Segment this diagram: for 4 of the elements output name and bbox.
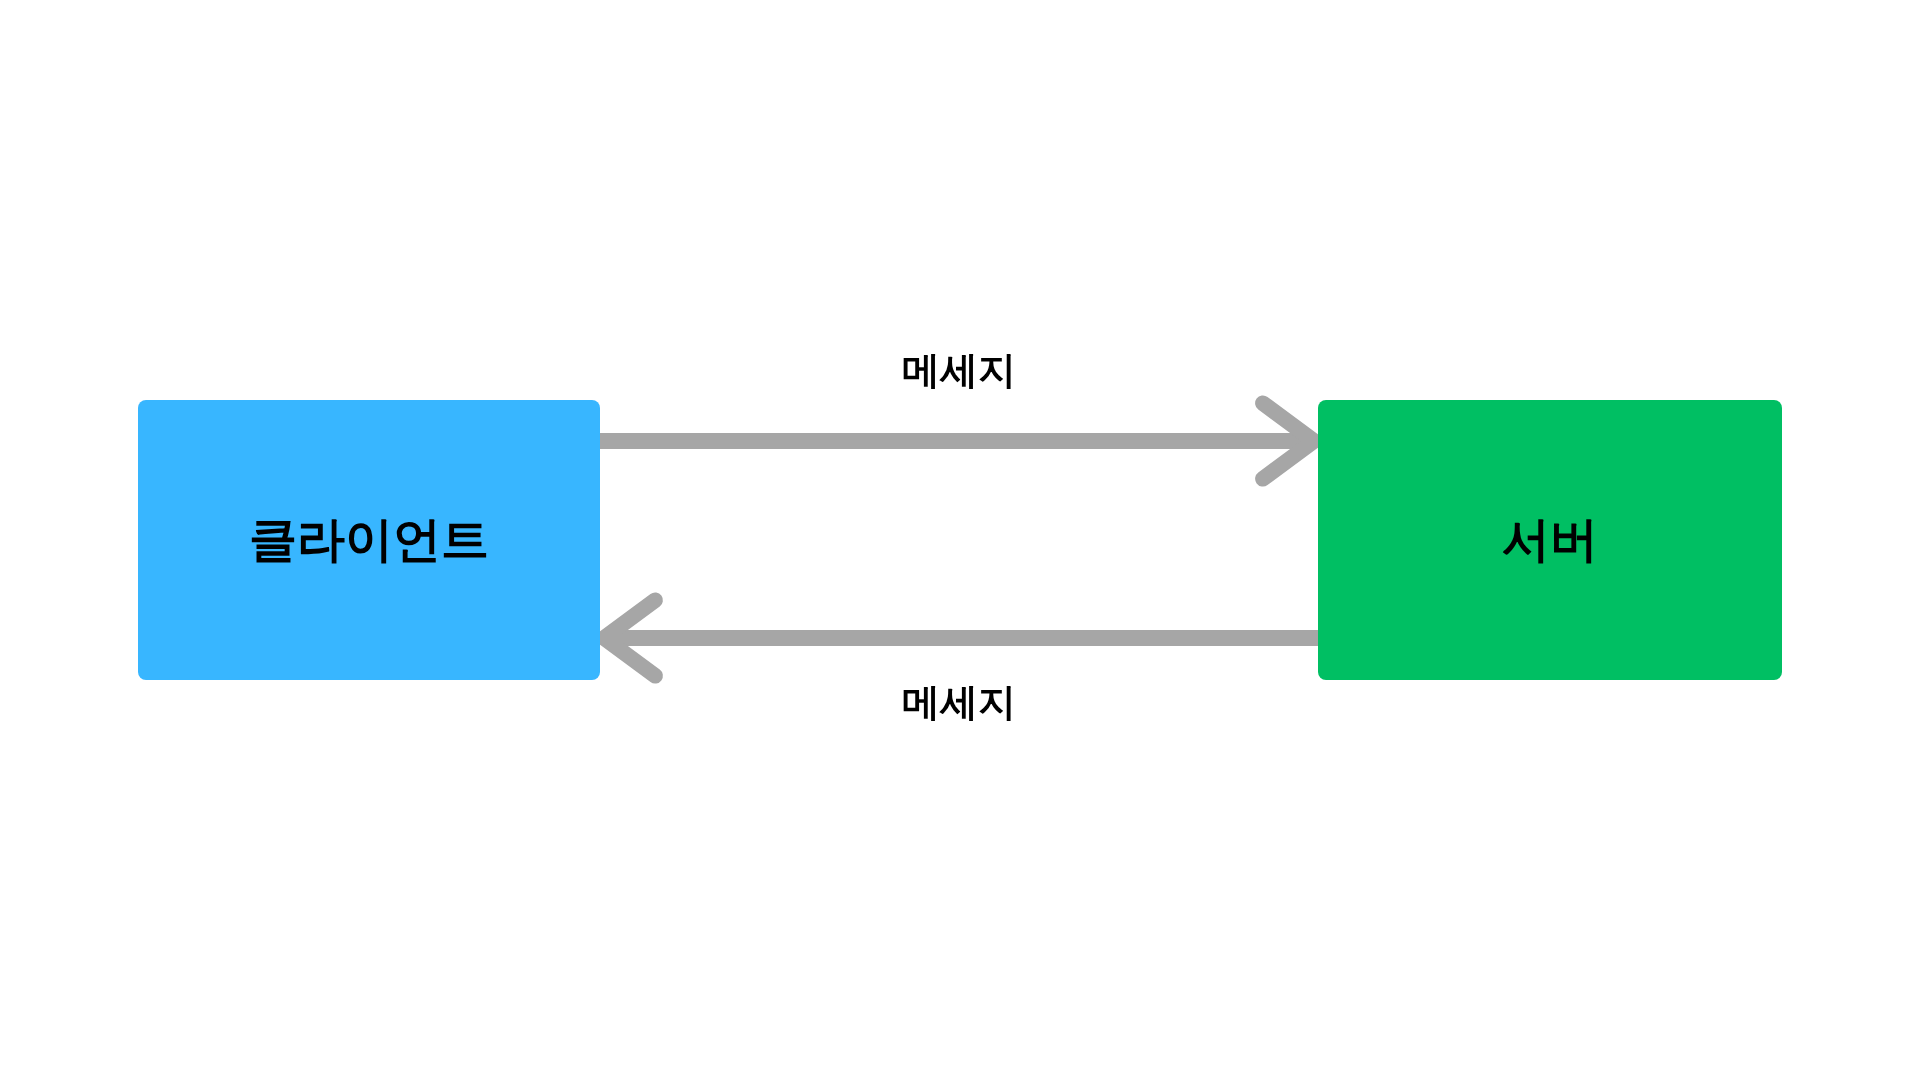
process-box (1318, 400, 1782, 680)
box-label: 클라이언트 (249, 510, 489, 569)
box-label: 서버 (1502, 510, 1598, 569)
process-box (138, 400, 600, 680)
